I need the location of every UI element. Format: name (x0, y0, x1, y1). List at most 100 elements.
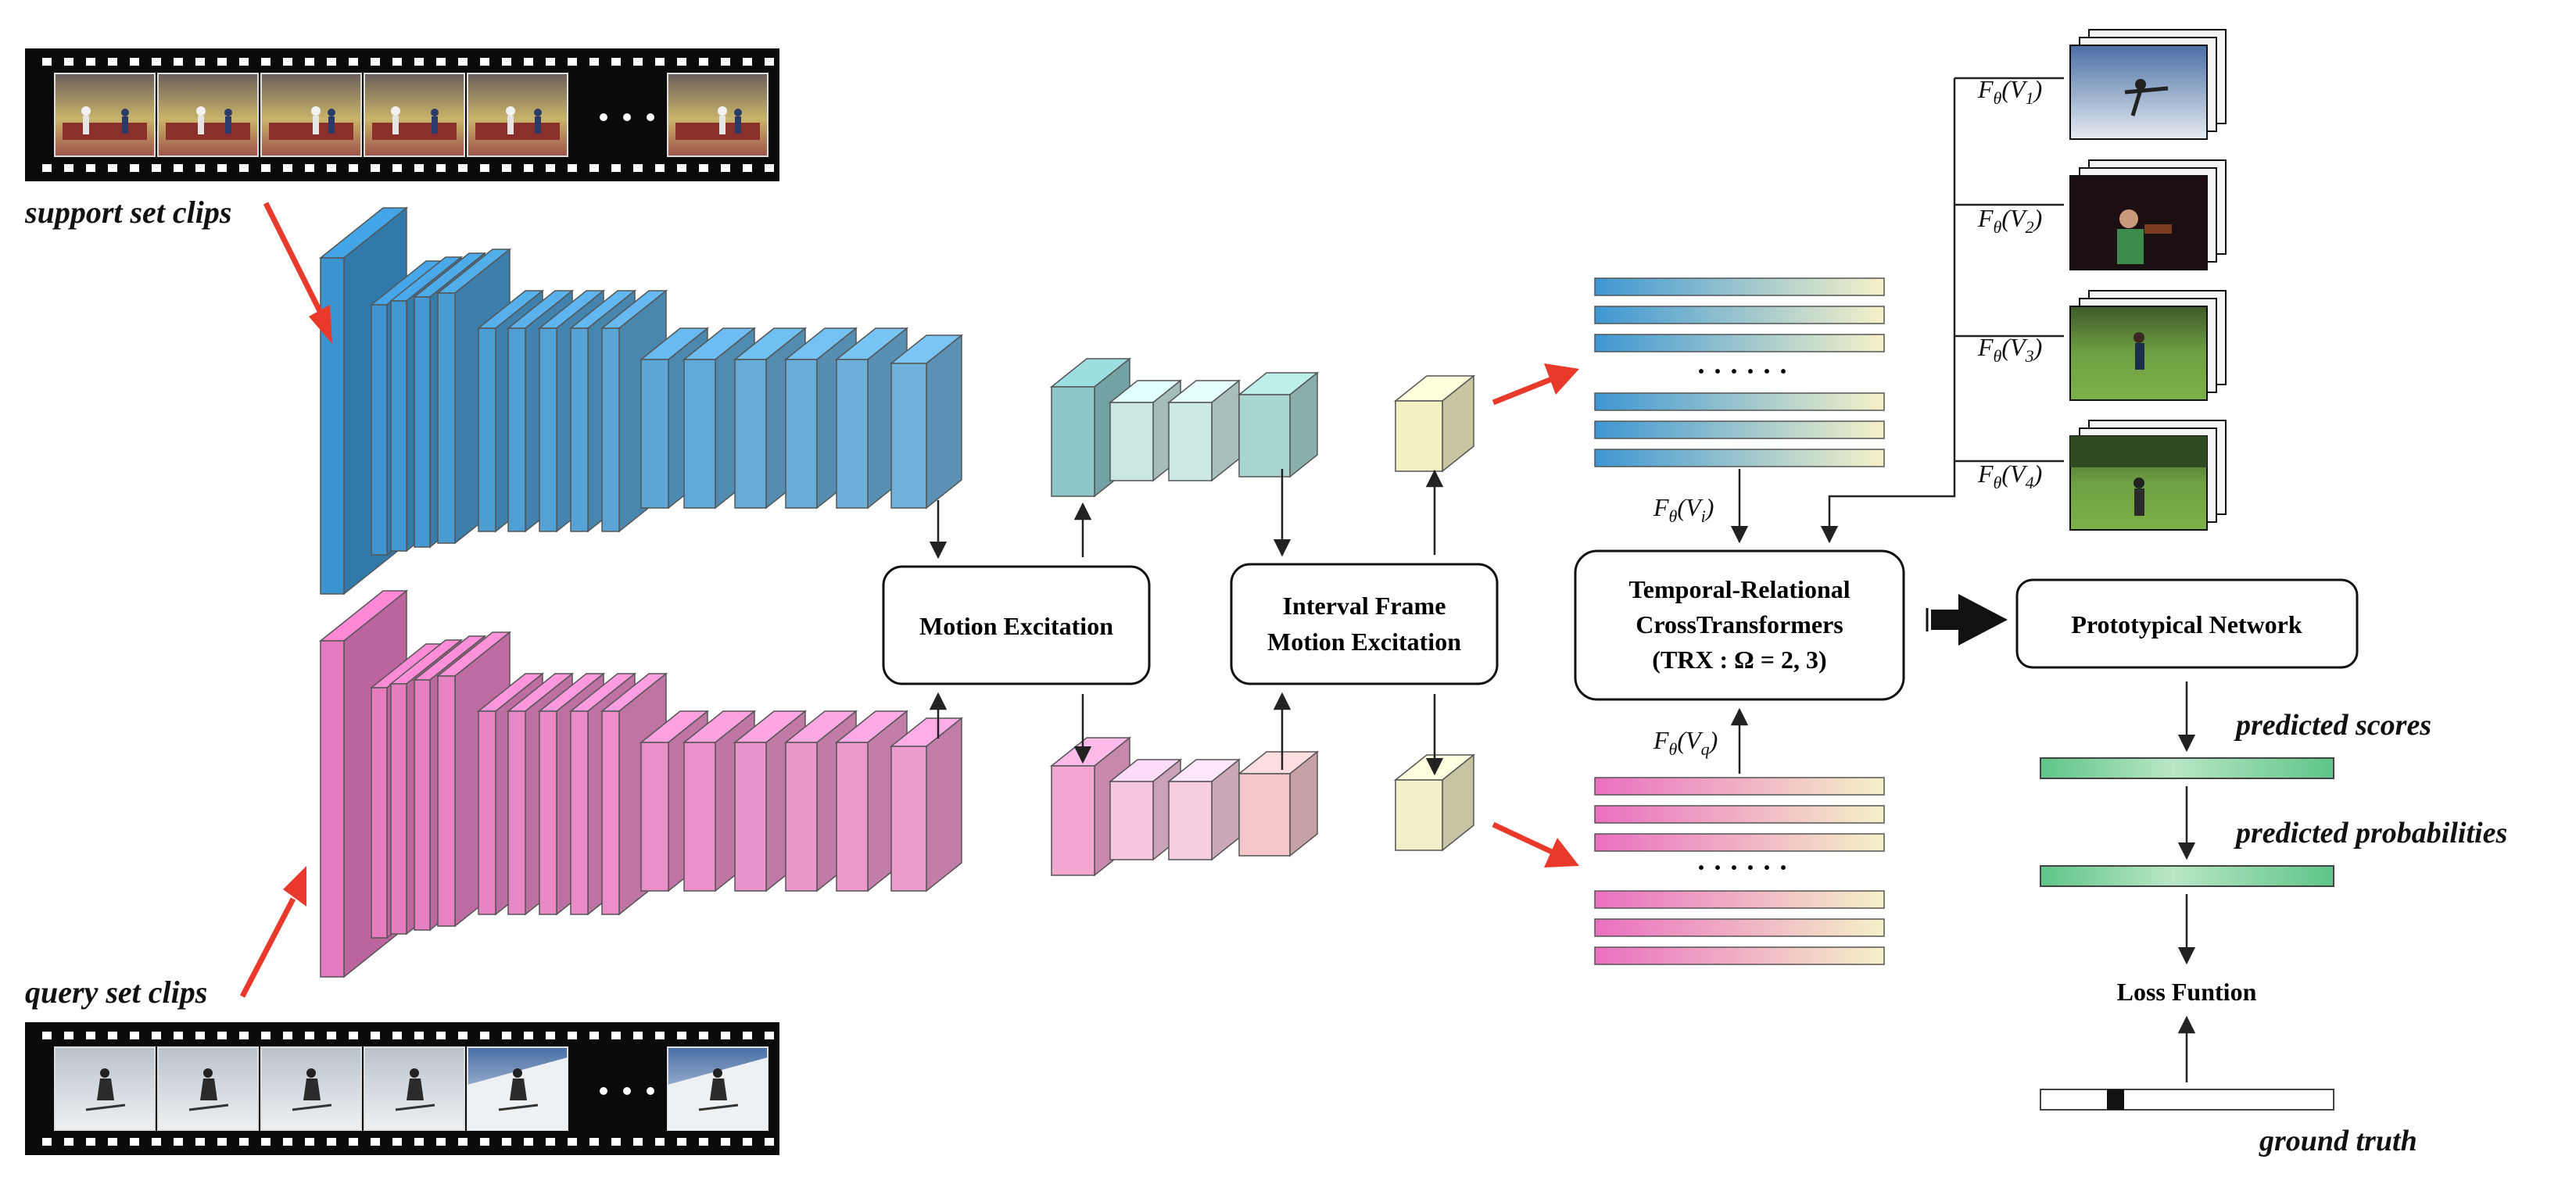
sprocket-hole (130, 164, 139, 172)
sprocket-hole (261, 1032, 270, 1039)
sprocket-hole (414, 1032, 424, 1039)
sprocket-hole (371, 164, 380, 172)
motion-excitation-box (882, 565, 1151, 685)
video-frame (157, 73, 259, 157)
sprocket-hole (283, 164, 292, 172)
sprocket-hole (502, 1138, 511, 1146)
prototypical-network-box (2015, 578, 2359, 669)
sprocket-hole (589, 164, 599, 172)
support-feature-bar (1594, 277, 1885, 296)
sprocket-hole (392, 58, 402, 66)
sprocket-hole (524, 1032, 533, 1039)
sprocket-hole (655, 164, 665, 172)
interval-frame-box (1230, 563, 1499, 685)
sprocket-hole (42, 58, 52, 66)
query-feature-bar (1594, 946, 1885, 965)
sprocket-hole (677, 1032, 686, 1039)
svg-text:Fθ(V3): Fθ(V3) (1977, 333, 2042, 366)
sprocket-hole (305, 164, 314, 172)
sprocket-hole (436, 58, 446, 66)
ellipsis-dot (647, 113, 654, 121)
video-frame (260, 73, 362, 157)
class-feature-labels: Fθ(V1) Fθ(V2) Fθ(V3) Fθ(V4) Fθ(Vi) Fθ(Vq… (1653, 75, 2042, 759)
sprocket-hole (677, 164, 686, 172)
sprocket-hole (414, 1138, 424, 1146)
interval-frame-label-1: Interval Frame (1283, 592, 1446, 620)
svg-text:Fθ(Vi): Fθ(Vi) (1653, 493, 1714, 526)
pink-block (1166, 758, 1241, 861)
sprocket-hole (327, 164, 336, 172)
sprocket-hole (108, 58, 117, 66)
sprocket-hole (589, 58, 599, 66)
sprocket-hole (546, 1032, 555, 1039)
sprocket-hole (283, 58, 292, 66)
query-feature-bar (1594, 918, 1885, 937)
sprocket-hole (64, 1032, 73, 1039)
sprocket-hole (349, 164, 358, 172)
class-frame-stack (2069, 420, 2227, 531)
sprocket-hole (261, 164, 270, 172)
sprocket-hole (327, 1138, 336, 1146)
video-frame (467, 1046, 568, 1131)
trx-label-3: (TRX : Ω = 2, 3) (1652, 646, 1826, 674)
ellipsis-dot (623, 113, 631, 121)
sprocket-hole (217, 1138, 227, 1146)
sprocket-hole (195, 1138, 205, 1146)
sprocket-hole (392, 164, 402, 172)
sprocket-hole (458, 1032, 468, 1039)
sprocket-hole (765, 58, 774, 66)
sprocket-hole (743, 1032, 752, 1039)
prototypical-network-label: Prototypical Network (2071, 610, 2302, 639)
encoder-layer (889, 334, 964, 510)
feature-bars (1594, 277, 1885, 965)
support-feature-bar (1594, 334, 1885, 352)
thick-arrow (1926, 594, 2008, 646)
query-feature-bar (1594, 805, 1885, 824)
sprocket-hole (699, 1032, 708, 1039)
sprocket-hole (152, 164, 161, 172)
sprocket-hole (611, 1138, 621, 1146)
flow-arrows (929, 77, 2064, 776)
loss-function-label: Loss Funtion (2117, 978, 2257, 1006)
sprocket-hole (546, 58, 555, 66)
svg-text:Fθ(V2): Fθ(V2) (1977, 204, 2042, 237)
encoder-layer (889, 717, 964, 892)
sprocket-hole (86, 1032, 95, 1039)
ellipsis-dot (600, 1087, 607, 1095)
sprocket-hole (414, 164, 424, 172)
sprocket-hole (480, 1032, 489, 1039)
query-encoder (318, 589, 964, 978)
sprocket-hole (371, 1032, 380, 1039)
sprocket-hole (524, 164, 533, 172)
sprocket-hole (458, 164, 468, 172)
sprocket-hole (458, 58, 468, 66)
sprocket-hole (283, 1032, 292, 1039)
video-frame (667, 73, 769, 157)
sprocket-hole (699, 58, 708, 66)
sprocket-hole (327, 58, 336, 66)
sprocket-hole (42, 164, 52, 172)
ground-truth-label: ground truth (2259, 1125, 2417, 1157)
support-feature-bar (1594, 306, 1885, 324)
interval-frame-label-2: Motion Excitation (1267, 628, 1461, 656)
sprocket-hole (502, 58, 511, 66)
sprocket-hole (86, 58, 95, 66)
support-feature-bar (1594, 420, 1885, 439)
teal-block (1166, 379, 1241, 482)
sprocket-hole (392, 1138, 402, 1146)
predicted-scores-bar (2040, 757, 2334, 779)
sprocket-hole (611, 1032, 621, 1039)
sprocket-hole (611, 58, 621, 66)
sprocket-hole (765, 164, 774, 172)
video-frame (667, 1046, 769, 1131)
sprocket-hole (174, 164, 183, 172)
predicted-probabilities-label: predicted probabilities (2234, 817, 2507, 850)
sprocket-hole (349, 1032, 358, 1039)
video-frame (364, 1046, 465, 1131)
sprocket-hole (436, 1138, 446, 1146)
trx-label-1: Temporal-Relational (1628, 575, 1850, 603)
video-frame (260, 1046, 362, 1131)
sprocket-hole (261, 58, 270, 66)
sprocket-hole (765, 1138, 774, 1146)
svg-text:Fθ(V4): Fθ(V4) (1977, 460, 2042, 492)
